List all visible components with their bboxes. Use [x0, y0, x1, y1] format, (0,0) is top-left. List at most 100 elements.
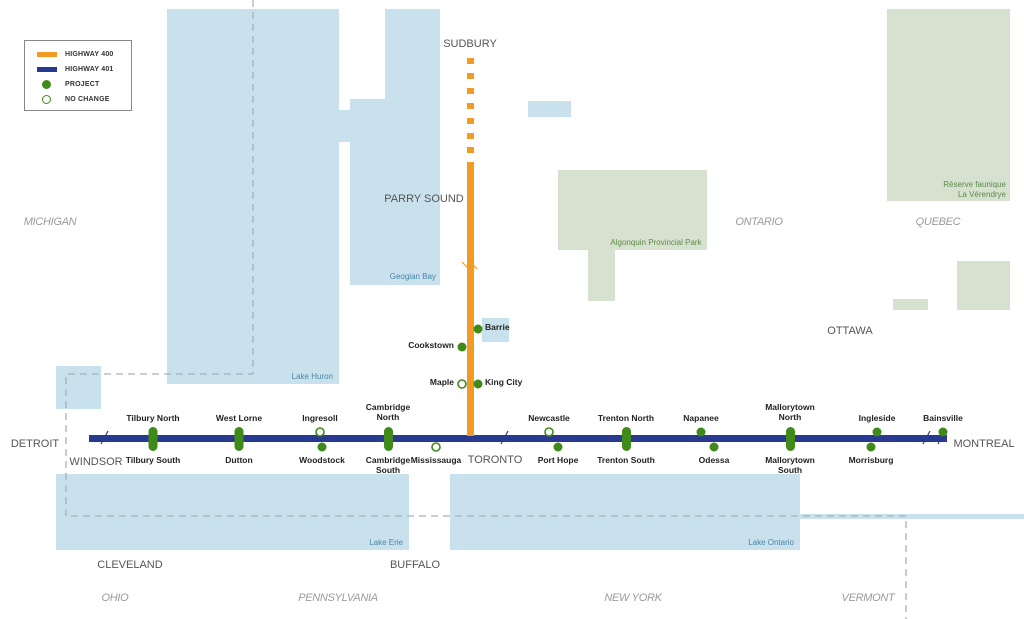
no-change-marker	[544, 427, 554, 437]
project-marker	[457, 342, 467, 352]
project-dot-icon	[42, 79, 51, 89]
highway-400-dash	[467, 147, 474, 153]
stop-cambridge-north-2: North	[377, 412, 400, 422]
label-georgian-bay: Geogian Bay	[390, 272, 436, 281]
lake-ontario	[450, 474, 800, 550]
no-change-marker	[457, 379, 467, 389]
stop-mallorytown-south-1: Mallorytown	[765, 455, 815, 465]
laverendrye-reserve	[887, 9, 1010, 201]
stop-tilbury-north: Tilbury North	[126, 413, 179, 423]
lake-erie	[56, 474, 409, 550]
legend-label: NO CHANGE	[65, 95, 110, 103]
parks	[558, 9, 1010, 310]
stop-labels: Barrie Cookstown Maple King City Tilbury…	[126, 322, 963, 475]
stop-ingersoll: Ingresoll	[302, 413, 337, 423]
stop-mallorytown-south-2: South	[778, 465, 802, 475]
region-ohio: OHIO	[102, 592, 130, 604]
border-michigan-ontario	[65, 0, 907, 619]
georgian-bay-upper	[385, 9, 440, 108]
project-marker-pill	[384, 427, 393, 451]
project-marker	[872, 427, 882, 437]
legend-item-project: PROJECT	[37, 78, 99, 90]
stop-cambridge-south-2: South	[376, 465, 400, 475]
highway-401	[89, 435, 947, 442]
stop-newcastle: Newcastle	[528, 413, 570, 423]
stop-port-hope: Port Hope	[538, 455, 579, 465]
highway-400-dash	[467, 58, 474, 64]
stop-morrisburg: Morrisburg	[849, 455, 894, 465]
stop-dutton: Dutton	[225, 455, 252, 465]
algonquin-park-stem	[588, 250, 615, 301]
city-labels: SUDBURY PARRY SOUND OTTAWA DETROIT WINDS…	[11, 38, 1015, 571]
city-montreal: MONTREAL	[953, 438, 1014, 450]
georgian-bay	[350, 99, 440, 285]
region-vermont: VERMONT	[842, 592, 896, 604]
city-detroit: DETROIT	[11, 438, 60, 450]
legend-label: PROJECT	[65, 80, 100, 88]
city-ottawa: OTTAWA	[827, 325, 873, 337]
project-marker-pill	[148, 427, 158, 451]
region-michigan: MICHIGAN	[24, 216, 77, 228]
stop-mallorytown-north-1: Mallorytown	[765, 402, 815, 412]
legend-item-no-change: NO CHANGE	[37, 93, 110, 105]
city-parry-sound: PARRY SOUND	[384, 193, 464, 205]
stop-ingleside: Ingleside	[859, 413, 896, 423]
water-bodies	[56, 9, 1024, 550]
project-marker-pill	[786, 427, 795, 451]
project-markers	[148, 324, 948, 452]
legend-item-highway-401: HIGHWAY 401	[37, 63, 114, 75]
project-marker	[317, 442, 327, 452]
city-sudbury: SUDBURY	[443, 38, 497, 50]
project-marker-pill	[622, 427, 631, 451]
stop-bainsville: Bainsville	[923, 413, 963, 423]
label-lake-ontario: Lake Ontario	[748, 538, 794, 547]
legend-label: HIGHWAY 400	[65, 50, 114, 58]
hwy401-break-mark-west	[100, 430, 109, 445]
no-change-dot-icon	[42, 94, 51, 104]
project-marker-pill	[234, 427, 244, 451]
highway-400-dash	[467, 133, 474, 139]
no-change-marker	[431, 442, 441, 452]
quebec-park-small	[957, 261, 1010, 310]
label-algonquin: Algonquin Provincial Park	[610, 238, 702, 247]
city-toronto: TORONTO	[468, 454, 523, 466]
stop-trenton-north: Trenton North	[598, 413, 654, 423]
stop-mississauga: Mississauga	[411, 455, 462, 465]
highway-400-dash	[467, 88, 474, 94]
project-marker	[553, 442, 563, 452]
stop-king-city: King City	[485, 377, 523, 387]
stop-maple: Maple	[430, 377, 454, 387]
lake-st-clair	[56, 366, 101, 409]
region-ontario: ONTARIO	[735, 216, 783, 228]
city-windsor: WINDSOR	[69, 456, 122, 468]
label-laverendrye-2: La Vérendrye	[958, 190, 1007, 199]
stop-cambridge-south-1: Cambridge	[366, 455, 411, 465]
water-labels: Lake Huron Geogian Bay Lake Erie Lake On…	[292, 272, 795, 547]
highway-401-swatch	[37, 66, 57, 72]
highway-400-solid	[467, 162, 474, 436]
project-marker	[473, 379, 483, 389]
project-marker	[696, 427, 706, 437]
legend-item-highway-400: HIGHWAY 400	[37, 48, 114, 60]
quebec-park-strip	[893, 299, 928, 310]
stop-cookstown: Cookstown	[408, 340, 454, 350]
huron-channel	[339, 110, 351, 142]
hwy400-break-mark	[461, 261, 478, 270]
highway-400-swatch	[37, 51, 57, 57]
stop-trenton-south: Trenton South	[597, 455, 655, 465]
project-marker	[938, 427, 948, 437]
highway-400-dash	[467, 73, 474, 79]
algonquin-park	[558, 170, 707, 250]
highway-400-dash	[467, 118, 474, 124]
label-laverendrye-1: Réserve faunique	[943, 180, 1006, 189]
region-labels: MICHIGAN ONTARIO QUEBEC OHIO PENNSYLVANI…	[24, 216, 961, 604]
stop-woodstock: Woodstock	[299, 455, 345, 465]
stop-cambridge-north-1: Cambridge	[366, 402, 411, 412]
stop-napanee: Napanee	[683, 413, 719, 423]
stop-barrie: Barrie	[485, 322, 510, 332]
stop-mallorytown-north-2: North	[779, 412, 802, 422]
label-lake-erie: Lake Erie	[369, 538, 403, 547]
lake-simcoe	[482, 318, 509, 342]
region-pennsylvania: PENNSYLVANIA	[298, 592, 378, 604]
